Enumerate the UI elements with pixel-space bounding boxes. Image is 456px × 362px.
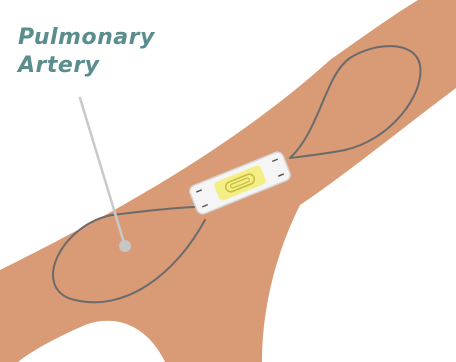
label-leader-dot xyxy=(119,240,131,252)
label-line-2: Artery xyxy=(18,52,198,80)
pulmonary-artery-label: Pulmonary Artery xyxy=(18,24,198,80)
label-line-1: Pulmonary xyxy=(18,24,198,52)
